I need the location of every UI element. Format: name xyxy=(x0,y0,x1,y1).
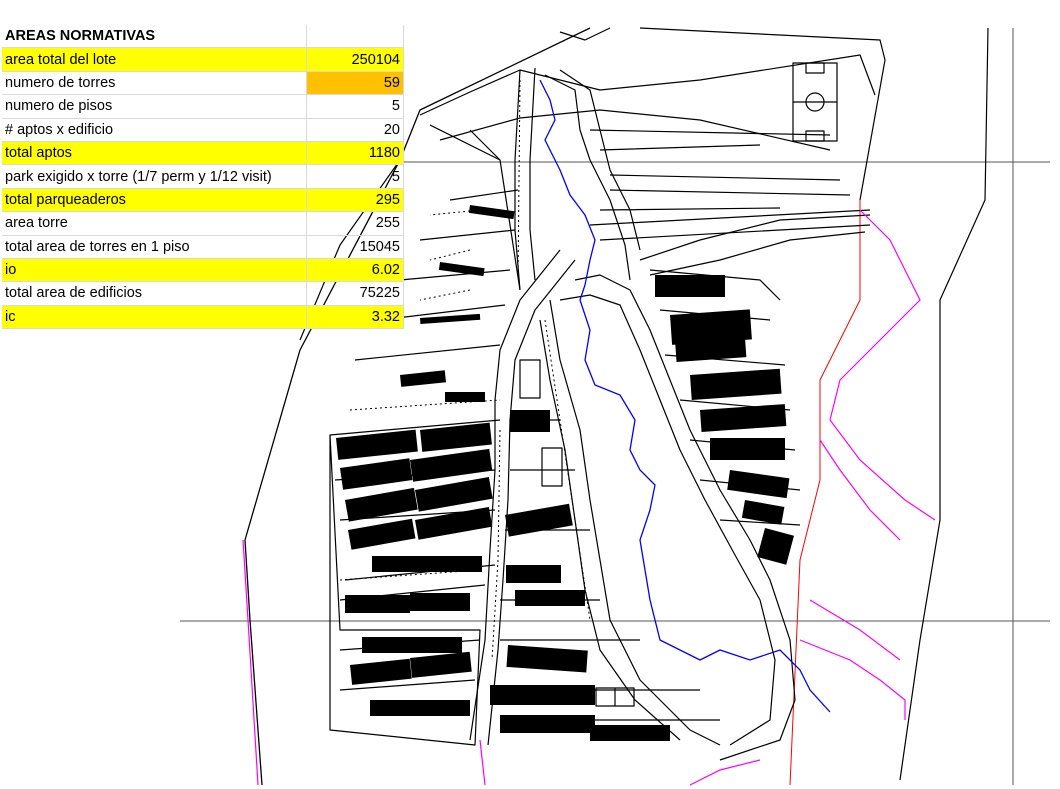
table-title-empty-cell xyxy=(306,25,404,49)
row-value: 3.32 xyxy=(306,305,404,330)
row-label: area torre xyxy=(2,211,307,236)
table-row: park exigido x torre (1/7 perm y 1/12 vi… xyxy=(2,164,404,189)
row-label: ic xyxy=(2,305,307,330)
row-label: numero de torres xyxy=(2,71,307,96)
row-value: 5 xyxy=(306,94,404,119)
row-label: numero de pisos xyxy=(2,94,307,119)
row-value: 255 xyxy=(306,211,404,236)
row-label: total area de torres en 1 piso xyxy=(2,235,307,259)
row-label: io xyxy=(2,258,307,283)
row-label: total area de edificios xyxy=(2,281,307,306)
table-title-row: AREAS NORMATIVAS xyxy=(2,25,404,49)
row-value: 250104 xyxy=(306,47,404,72)
row-value: 6.02 xyxy=(306,258,404,283)
row-value: 295 xyxy=(306,188,404,213)
row-label: total aptos xyxy=(2,141,307,166)
row-label: # aptos x edificio xyxy=(2,118,307,142)
row-value: 1180 xyxy=(306,141,404,166)
row-value: 20 xyxy=(306,118,404,142)
row-label: area total del lote xyxy=(2,47,307,72)
row-value: 75225 xyxy=(306,281,404,306)
row-value: 15045 xyxy=(306,235,404,259)
row-label: park exigido x torre (1/7 perm y 1/12 vi… xyxy=(2,164,307,189)
row-value: 5 xyxy=(306,164,404,189)
row-value: 59 xyxy=(306,71,404,96)
row-label: total parqueaderos xyxy=(2,188,307,213)
table-title: AREAS NORMATIVAS xyxy=(2,25,307,49)
